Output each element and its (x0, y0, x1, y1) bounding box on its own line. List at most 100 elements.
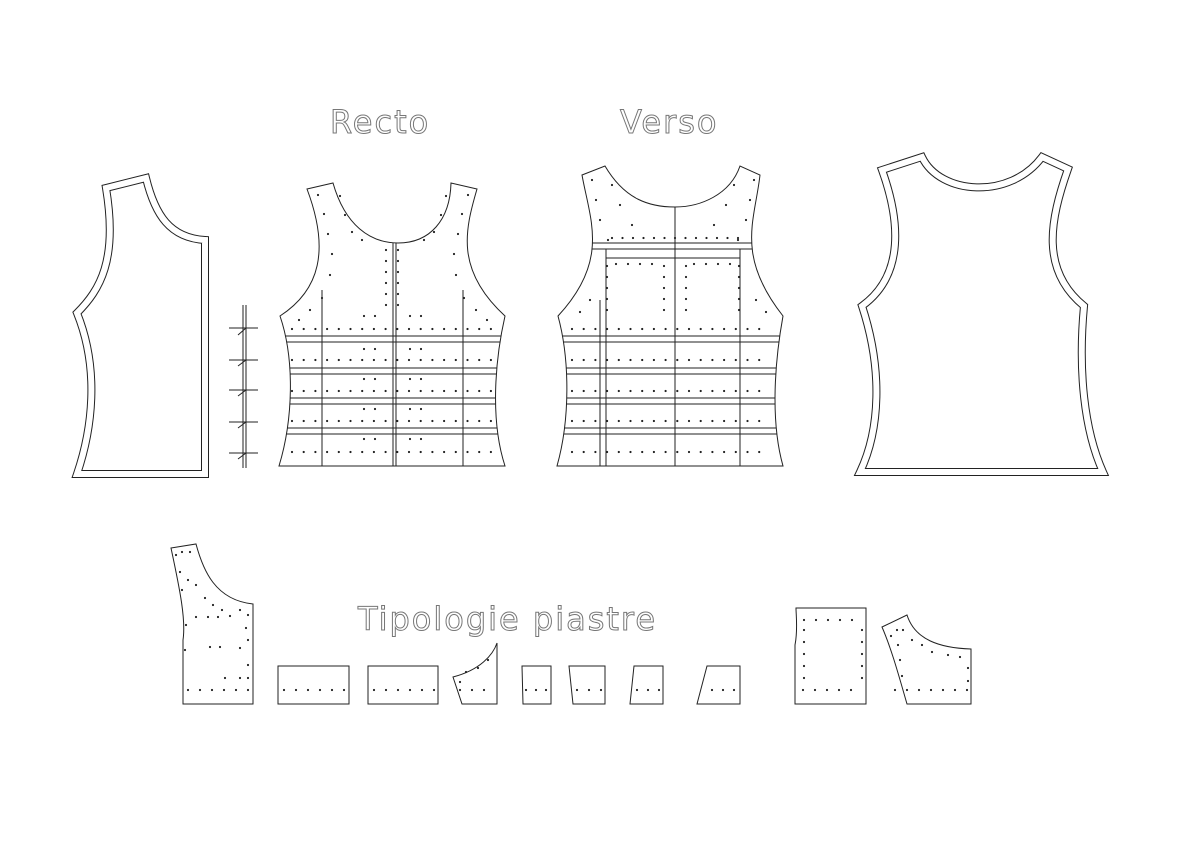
rivet-dot (489, 358, 492, 362)
rivet-dot (350, 230, 354, 234)
rivet-dot (676, 358, 679, 362)
rivet-dot (337, 450, 340, 454)
rivet-dot (641, 327, 644, 331)
rivet-dot (692, 262, 696, 266)
rivet-dot (458, 688, 462, 692)
rivet-dot (699, 419, 702, 423)
plate-small-2 (568, 665, 606, 705)
rivet-dot (218, 645, 222, 649)
rivet-dot (234, 688, 238, 692)
rivet-dot (478, 327, 481, 331)
plate-back-panel (794, 607, 867, 705)
rivet-dot (606, 358, 609, 362)
rivet-dot (349, 419, 352, 423)
rivet-dot (349, 327, 352, 331)
rivet-dot (711, 358, 714, 362)
rivet-dot (326, 232, 330, 236)
rivet-dot (710, 688, 714, 692)
rivet-dot (896, 643, 900, 647)
rivet-dot (758, 358, 761, 362)
rivet-dot (652, 236, 656, 240)
rivet-dot (629, 358, 632, 362)
rivet-dot (290, 450, 294, 454)
rivet-dot (290, 389, 294, 393)
rivet-dot (407, 419, 411, 423)
rivet-dot (662, 308, 666, 312)
rivet-dot (728, 262, 732, 266)
rivet-dot (618, 203, 622, 207)
rivet-dot (216, 615, 220, 619)
rivet-dot (599, 688, 603, 692)
rivet-dot (384, 327, 387, 331)
rivet-dot (180, 550, 184, 554)
rivet-dot (419, 358, 422, 362)
rivet-dot (860, 664, 864, 668)
rivet-dot (905, 688, 909, 692)
rivet-dot (570, 389, 574, 393)
rivet-dot (734, 358, 737, 362)
rivet-dot (676, 419, 679, 423)
rivet-dot (711, 450, 714, 454)
rivet-dot (744, 218, 748, 222)
rivet-dot (308, 308, 312, 312)
rivet-dot (432, 688, 436, 692)
rivet-dot (178, 570, 182, 574)
rivet-dot (676, 389, 679, 393)
plate-small-4 (696, 665, 741, 705)
rivet-dot (663, 236, 666, 240)
rivet-dot (900, 674, 904, 678)
lacing-detail (229, 305, 258, 468)
rivet-dot (290, 358, 294, 362)
rivet-dot (361, 327, 364, 331)
plate-small-1 (521, 665, 552, 705)
rivet-dot (617, 358, 620, 362)
plate-small-3 (629, 665, 664, 705)
rivet-dot (734, 419, 737, 423)
rivet-dot (758, 450, 761, 454)
rivet-dot (408, 437, 412, 441)
rivet-dot (322, 212, 326, 216)
rivet-dot (489, 327, 492, 331)
rivet-dot (384, 270, 388, 274)
rivet-dot (470, 688, 474, 692)
rivet-dot (715, 236, 719, 240)
rivet-dot (646, 688, 650, 692)
rivet-dot (746, 419, 749, 423)
rivet-dot (662, 297, 666, 301)
rivet-dot (443, 450, 446, 454)
rivet-dot (460, 212, 464, 216)
plate-shoulder (170, 543, 254, 705)
rivet-dot (687, 450, 691, 454)
rivet-dot (478, 450, 481, 454)
rivet-dot (302, 419, 305, 423)
rivet-dot (431, 358, 434, 362)
rivet-dot (629, 389, 632, 393)
rivet-dot (373, 407, 377, 411)
rivet-dot (638, 262, 642, 266)
rivet-dot (396, 327, 399, 331)
rivet-dot (384, 303, 388, 307)
rivet-dot (454, 450, 457, 454)
rivet-dot (328, 273, 332, 277)
rivet-dot (673, 236, 677, 240)
rivet-dot (687, 389, 691, 393)
rivet-dot (801, 688, 805, 692)
rivet-dot (966, 666, 970, 670)
rivet-dot (246, 688, 250, 692)
rivet-dot (684, 236, 687, 240)
rivet-dot (758, 419, 761, 423)
rivet-dot (737, 275, 741, 279)
rivet-dot (362, 314, 366, 318)
rivet-dot (419, 437, 423, 441)
back-pattern-piece (853, 152, 1110, 476)
rivet-dot (466, 327, 469, 331)
rivet-dot (184, 623, 188, 627)
rivet-dot (724, 203, 728, 207)
rivet-dot (594, 389, 597, 393)
rivet-dot (694, 236, 698, 240)
rivet-dot (316, 193, 320, 197)
rivet-dot (238, 608, 242, 612)
rivet-dot (699, 389, 702, 393)
rivet-dot (614, 262, 618, 266)
rivet-dot (746, 358, 749, 362)
